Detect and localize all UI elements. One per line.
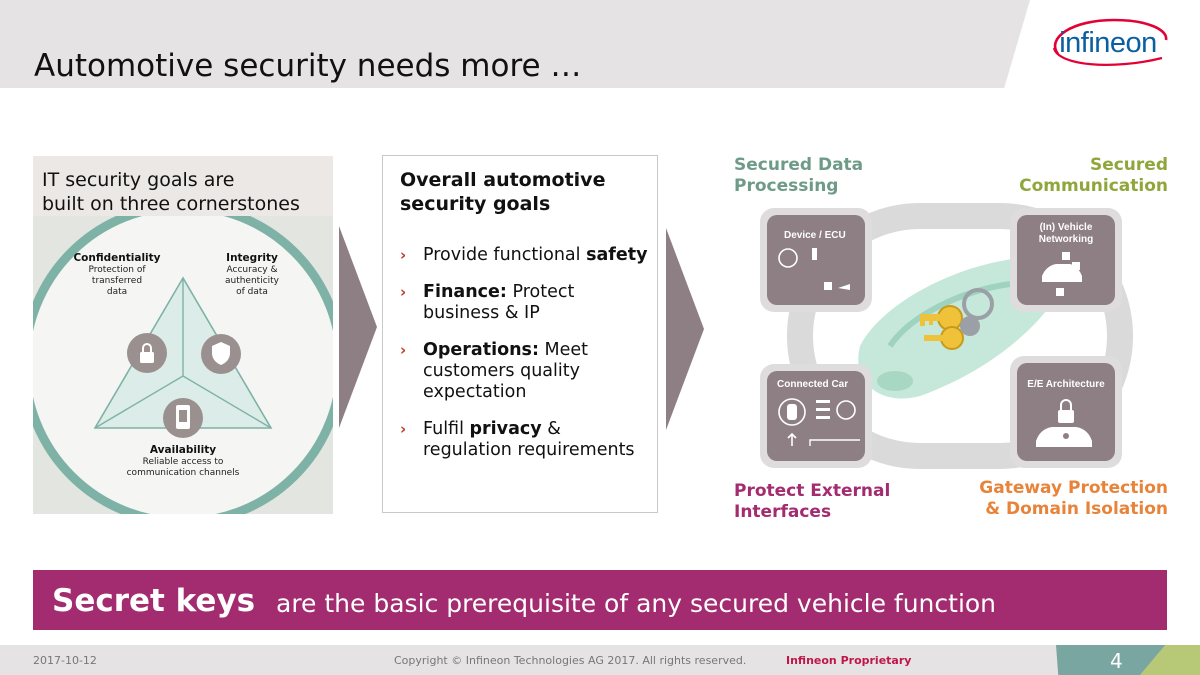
fuel-icon — [838, 284, 850, 290]
goal-text: Provide functional — [423, 245, 587, 265]
goal-item-privacy: › Fulfil privacy & regulation requirement… — [400, 419, 650, 461]
shield-icon — [201, 334, 241, 374]
goal-text: Protect business & IP — [423, 282, 575, 323]
security-domains-diagram: Device / ECU (In) Vehicle Networking Con… — [760, 203, 1133, 469]
goals-list: › Provide functional safety › Finance: Pro… — [400, 245, 650, 477]
category-line: Secured — [1089, 155, 1168, 175]
goal-text: Meet customers quality expectation — [423, 340, 589, 402]
goals-title: Overall automotive security goals — [400, 168, 605, 216]
bullet-chevron-icon: › — [400, 246, 407, 264]
node-vehicle-networking: (In) Vehicle Networking — [1010, 208, 1122, 312]
goal-bold: privacy — [469, 419, 542, 439]
goal-text: Fulfil — [423, 419, 470, 439]
goals-title-line-2: security goals — [400, 193, 551, 215]
cornerstones-triangle: Confidentiality Protection of transferre… — [33, 216, 333, 514]
sensor-icon — [824, 282, 832, 290]
arrow-right-icon — [339, 226, 377, 428]
it-security-panel: IT security goals are built on three cor… — [33, 156, 333, 514]
it-heading-line-1: IT security goals are — [42, 169, 235, 191]
slide-title: Automotive security needs more … — [34, 48, 582, 84]
goal-item-operations: › Operations: Meet customers quality expe… — [400, 340, 650, 403]
logo-text: infineon — [1059, 27, 1157, 59]
header-band — [0, 0, 1030, 88]
node-connected-car: Connected Car — [760, 364, 872, 468]
availability-label: Availability — [150, 444, 216, 456]
category-secured-communication: Secured Communication — [960, 155, 1168, 197]
category-protect-external-interfaces: Protect External Interfaces — [734, 481, 890, 523]
triangle-divider-left — [94, 375, 184, 429]
node-networking-label-2: Networking — [1039, 234, 1093, 245]
it-heading-line-2: built on three cornerstones — [42, 193, 300, 215]
confidentiality-desc-3: data — [107, 287, 127, 297]
node-ee-architecture-label: E/E Architecture — [1027, 379, 1105, 390]
it-panel-heading: IT security goals are built on three cor… — [42, 168, 300, 216]
banner-text: are the basic prerequisite of any secure… — [276, 589, 997, 618]
category-secured-data-processing: Secured Data Processing — [734, 155, 863, 197]
logo-swoosh-icon — [1052, 18, 1168, 66]
page-number: 4 — [1110, 649, 1123, 673]
footer-band — [0, 645, 1070, 675]
footer-date: 2017-10-12 — [33, 654, 97, 667]
availability-desc-2: communication channels — [127, 468, 240, 478]
lock-icon — [127, 333, 167, 373]
bullet-chevron-icon: › — [400, 341, 407, 359]
goal-bold: safety — [586, 245, 648, 265]
key-icon — [920, 288, 994, 350]
integrity-desc-2: authenticity — [225, 276, 280, 286]
category-line: Secured Data — [734, 155, 864, 175]
goals-title-line-1: Overall automotive — [400, 169, 606, 191]
thermometer-icon — [812, 248, 817, 260]
category-line: Protect External — [734, 481, 891, 501]
node-device-ecu-label: Device / ECU — [784, 230, 846, 241]
automotive-goals-box: Overall automotive security goals › Provi… — [382, 155, 658, 513]
node-networking-label-1: (In) Vehicle — [1040, 222, 1093, 233]
goal-item-safety: › Provide functional safety — [400, 245, 650, 266]
node-connected-car-label: Connected Car — [777, 379, 848, 390]
confidentiality-label: Confidentiality — [73, 252, 160, 264]
bullet-chevron-icon: › — [400, 420, 407, 438]
goal-bold: Operations: — [423, 340, 539, 360]
infineon-logo: infineon — [1044, 14, 1172, 72]
banner-strong-text: Secret keys — [52, 583, 256, 619]
key-message-banner: Secret keys are the basic prerequisite o… — [33, 570, 1167, 630]
arrow-right-icon — [666, 228, 704, 430]
connection-ring — [787, 203, 1133, 469]
footer-copyright: Copyright © Infineon Technologies AG 201… — [394, 654, 747, 667]
category-line: & Domain Isolation — [985, 499, 1168, 519]
category-gateway-protection: Gateway Protection & Domain Isolation — [940, 478, 1168, 520]
node-ee-architecture: E/E Architecture — [1010, 356, 1122, 468]
category-line: Gateway Protection — [979, 478, 1168, 498]
triangle-divider-right — [182, 375, 272, 429]
bullet-chevron-icon: › — [400, 283, 407, 301]
confidentiality-desc-2: transferred — [92, 276, 142, 286]
category-line: Communication — [1019, 176, 1168, 196]
arrow-up-icon — [787, 432, 797, 446]
footer-proprietary: Infineon Proprietary — [786, 654, 912, 667]
node-device-ecu: Device / ECU — [760, 208, 872, 312]
radar-icon — [778, 398, 806, 426]
integrity-desc-1: Accuracy & — [227, 265, 278, 275]
chip-icon — [778, 248, 798, 268]
goal-bold: Finance: — [423, 282, 507, 302]
integrity-label: Integrity — [226, 252, 278, 264]
availability-desc-1: Reliable access to — [143, 457, 224, 467]
category-line: Interfaces — [734, 502, 832, 522]
phone-icon — [163, 398, 203, 438]
confidentiality-desc-1: Protection of — [88, 265, 146, 275]
goal-text: & regulation requirements — [423, 419, 635, 460]
goal-item-finance: › Finance: Protect business & IP — [400, 282, 650, 324]
integrity-desc-3: of data — [236, 287, 268, 297]
category-line: Processing — [734, 176, 839, 196]
